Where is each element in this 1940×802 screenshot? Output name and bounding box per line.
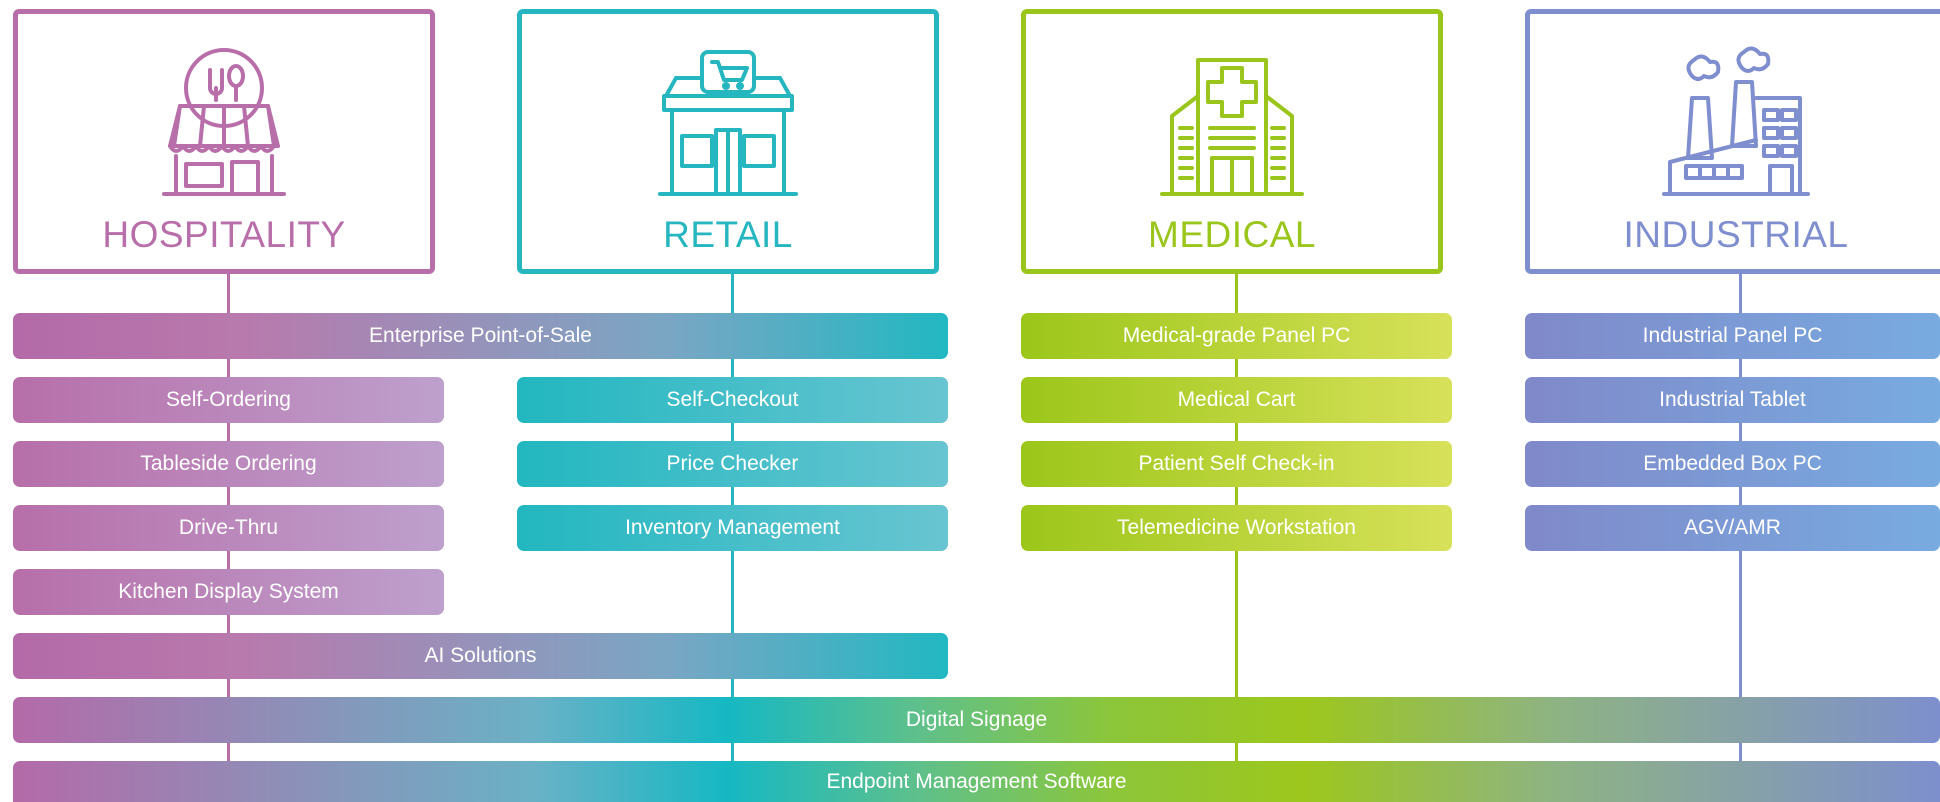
hospitality-item: Kitchen Display System [13,569,444,615]
medical-item: Medical-grade Panel PC [1021,313,1452,359]
industrial-card: INDUSTRIAL [1525,9,1940,274]
ai-solutions-bar: AI Solutions [13,633,948,679]
medical-item: Medical Cart [1021,377,1452,423]
retail-card: RETAIL [517,9,939,274]
retail-item: Inventory Management [517,505,948,551]
retail-store-cart-icon [522,44,934,204]
retail-item: Self-Checkout [517,377,948,423]
factory-icon [1530,44,1940,204]
industrial-item: Industrial Panel PC [1525,313,1940,359]
hospitality-item: Self-Ordering [13,377,444,423]
medical-item: Patient Self Check-in [1021,441,1452,487]
hospital-building-icon [1026,44,1438,204]
industrial-title: INDUSTRIAL [1623,214,1849,255]
industrial-item: Industrial Tablet [1525,377,1940,423]
hospitality-item: Tableside Ordering [13,441,444,487]
industrial-item: Embedded Box PC [1525,441,1940,487]
endpoint-management-bar: Endpoint Management Software [13,761,1940,802]
restaurant-storefront-icon [18,44,430,204]
digital-signage-bar: Digital Signage [13,697,1940,743]
medical-title: MEDICAL [1148,214,1316,255]
retail-item: Price Checker [517,441,948,487]
hospitality-title: HOSPITALITY [102,214,346,255]
industrial-item: AGV/AMR [1525,505,1940,551]
hospitality-item: Drive-Thru [13,505,444,551]
retail-title: RETAIL [663,214,793,255]
enterprise-pos-bar: Enterprise Point-of-Sale [13,313,948,359]
medical-card: MEDICAL [1021,9,1443,274]
medical-item: Telemedicine Workstation [1021,505,1452,551]
hospitality-card: HOSPITALITY [13,9,435,274]
